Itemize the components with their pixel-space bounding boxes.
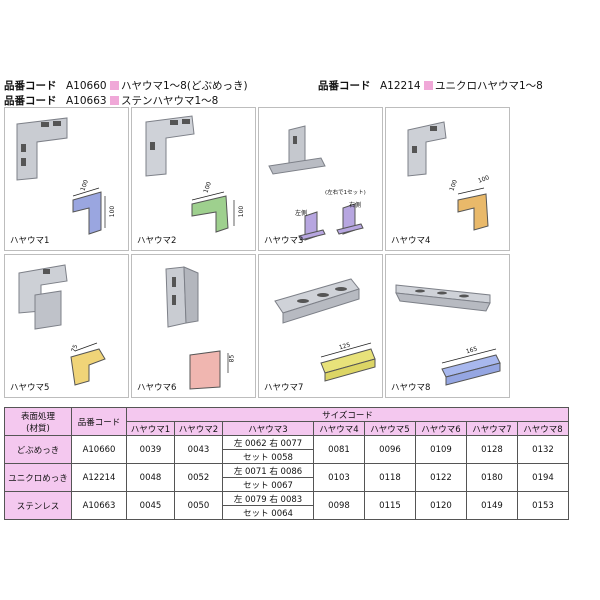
col-header: ハヤウマ2 <box>175 422 222 435</box>
header-product-name: ステンハヤウマ1～8 <box>121 95 219 107</box>
set-cell: セット 0058 <box>223 450 313 463</box>
size-code-header: サイズコード <box>127 408 568 421</box>
finish-cell: ステンレス <box>5 492 71 519</box>
table-row: ユニクロめっき A12214 0048 0052 左 0071 右 0086 0… <box>5 464 568 491</box>
product-cell-1[interactable]: 100 100 ハヤウマ1 <box>4 107 129 251</box>
slotted-channel-photo-icon <box>274 278 376 382</box>
table-row: ステンレス A10663 0045 0050 左 0079 右 0083 009… <box>5 492 568 519</box>
lr-cell: 左 0071 右 0086 <box>223 464 313 477</box>
dim-label: 100 <box>238 205 246 218</box>
code-cell: A10663 <box>72 492 126 519</box>
left-side-label: 左側 <box>295 210 308 217</box>
dim-label: 85 <box>228 354 236 363</box>
product-cell-3[interactable]: (左右で1セット) 左側 右側 ハヤウマ3 <box>258 107 383 251</box>
col-header: ハヤウマ5 <box>365 422 415 435</box>
product-name: ハヤウマ8 <box>391 383 431 393</box>
product-cell-2[interactable]: 100 100 ハヤウマ2 <box>131 107 256 251</box>
header-code: A10663 <box>66 95 107 107</box>
lr-cell: 左 0079 右 0083 <box>223 492 313 505</box>
header-label: 品番コード <box>318 80 371 92</box>
size-cell: 0122 <box>416 464 466 491</box>
product-name: ハヤウマ3 <box>264 236 304 246</box>
size-code-table: 表面処理 (材質) 品番コード サイズコード ハヤウマ1 ハヤウマ2 ハヤウマ3… <box>4 407 569 520</box>
slotted-channel-photo-icon <box>395 284 501 386</box>
header-code: A12214 <box>380 80 421 92</box>
header-row-2: 品番コード A12214 ユニクロハヤウマ1～8 <box>318 78 543 93</box>
size-cell: 0098 <box>314 492 364 519</box>
header-product-name: ユニクロハヤウマ1～8 <box>435 80 543 92</box>
three-way-bracket-photo-icon <box>18 264 106 386</box>
product-name: ハヤウマ5 <box>10 383 50 393</box>
right-side-label: 右側 <box>349 202 362 209</box>
header-row-1: 品番コード A10660 ハヤウマ1～8(どぶめっき) <box>4 78 248 93</box>
size-cell: 0103 <box>314 464 364 491</box>
size-cell: 0118 <box>365 464 415 491</box>
col-header: ハヤウマ4 <box>314 422 364 435</box>
corner-bracket-photo-icon <box>407 121 489 231</box>
table-row: どぶめっき A10660 0039 0043 左 0062 右 0077 008… <box>5 436 568 463</box>
size-cell: 0132 <box>518 436 568 463</box>
size-cell: 0096 <box>365 436 415 463</box>
product-name: ハヤウマ2 <box>137 236 177 246</box>
code-cell: A12214 <box>72 464 126 491</box>
header-label: 品番コード <box>4 80 57 92</box>
product-name: ハヤウマ7 <box>264 383 304 393</box>
finish-cell: ユニクロめっき <box>5 464 71 491</box>
dim-note: (左右で1セット) <box>325 190 366 196</box>
size-cell: 0128 <box>467 436 517 463</box>
set-cell: セット 0067 <box>223 478 313 491</box>
size-cell: 0039 <box>127 436 174 463</box>
col-header: ハヤウマ1 <box>127 422 174 435</box>
size-cell: 0052 <box>175 464 222 491</box>
product-grid: 100 100 ハヤウマ1 100 100 ハヤウマ2 (左右で1セット) 左側… <box>4 107 510 398</box>
corner-bracket-photo-icon <box>16 117 106 235</box>
finish-cell: どぶめっき <box>5 436 71 463</box>
size-cell: 0048 <box>127 464 174 491</box>
set-cell: セット 0064 <box>223 506 313 519</box>
product-cell-5[interactable]: 75 ハヤウマ5 <box>4 254 129 398</box>
table-subrow: セット 0058 <box>5 450 568 463</box>
size-cell: 0050 <box>175 492 222 519</box>
lr-cell: 左 0062 右 0077 <box>223 436 313 449</box>
size-cell: 0180 <box>467 464 517 491</box>
pink-marker-icon <box>424 81 433 90</box>
pink-marker-icon <box>110 81 119 90</box>
col-header: ハヤウマ6 <box>416 422 466 435</box>
header-label: 品番コード <box>4 95 57 107</box>
size-cell: 0115 <box>365 492 415 519</box>
col-header: ハヤウマ7 <box>467 422 517 435</box>
surface-title: 表面処理 <box>20 411 55 422</box>
product-name: ハヤウマ4 <box>391 236 431 246</box>
header-code: A10660 <box>66 80 107 92</box>
header-product-name: ハヤウマ1～8(どぶめっき) <box>121 80 248 92</box>
dim-label: 100 <box>109 205 117 218</box>
product-cell-8[interactable]: 165 ハヤウマ8 <box>385 254 510 398</box>
size-cell: 0149 <box>467 492 517 519</box>
header-row-3: 品番コード A10663 ステンハヤウマ1～8 <box>4 93 218 108</box>
size-cell: 0045 <box>127 492 174 519</box>
product-name: ハヤウマ1 <box>10 236 50 246</box>
base-bracket-photo-icon <box>268 125 364 241</box>
col-header: ハヤウマ3 <box>223 422 313 435</box>
table-subrow: セット 0067 <box>5 478 568 491</box>
material-title: (材質) <box>26 423 50 434</box>
size-cell: 0153 <box>518 492 568 519</box>
surface-header: 表面処理 (材質) <box>5 408 71 435</box>
corner-bracket-photo-icon <box>145 115 235 233</box>
product-cell-7[interactable]: 125 ハヤウマ7 <box>258 254 383 398</box>
code-cell: A10660 <box>72 436 126 463</box>
table-subrow: セット 0064 <box>5 506 568 519</box>
size-cell: 0043 <box>175 436 222 463</box>
product-cell-4[interactable]: 100 100 ハヤウマ4 <box>385 107 510 251</box>
size-cell: 0120 <box>416 492 466 519</box>
size-cell: 0109 <box>416 436 466 463</box>
product-cell-6[interactable]: 85 ハヤウマ6 <box>131 254 256 398</box>
pink-marker-icon <box>110 96 119 105</box>
code-header: 品番コード <box>72 408 126 435</box>
product-name: ハヤウマ6 <box>137 383 177 393</box>
col-header: ハヤウマ8 <box>518 422 568 435</box>
u-channel-post-photo-icon <box>165 266 229 390</box>
size-cell: 0081 <box>314 436 364 463</box>
size-cell: 0194 <box>518 464 568 491</box>
